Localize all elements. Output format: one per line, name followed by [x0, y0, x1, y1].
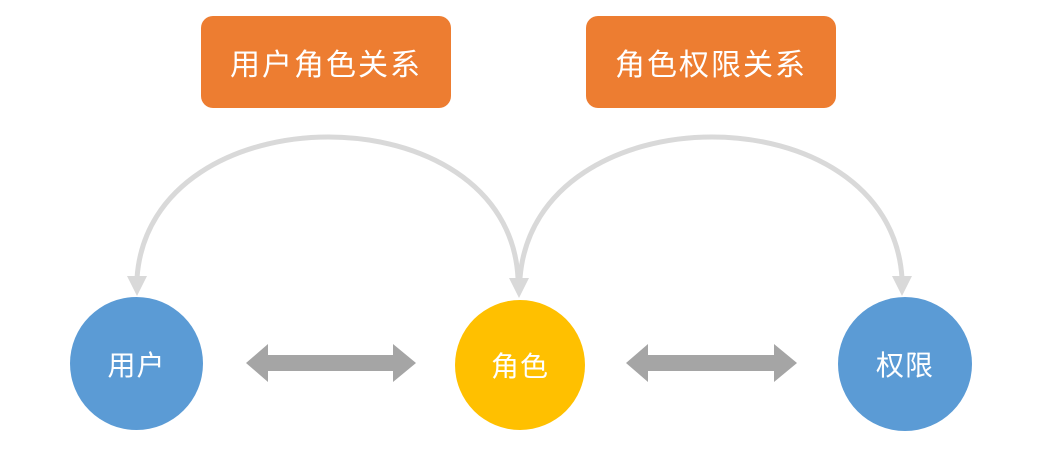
role-permission-double-arrow [626, 344, 797, 382]
role-permission-relation-label: 角色权限关系 [586, 16, 836, 108]
arrowhead-to-permission [892, 276, 912, 296]
user-role-relation-label: 用户角色关系 [201, 16, 451, 108]
user-node: 用户 [70, 297, 203, 430]
user-role-arc [134, 134, 521, 281]
arrowhead-to-user [127, 276, 147, 296]
role-permission-arc [517, 134, 905, 281]
user-role-double-arrow [246, 344, 416, 382]
role-node: 角色 [455, 300, 585, 430]
arrowhead-to-role [509, 278, 529, 298]
permission-node: 权限 [838, 297, 972, 431]
